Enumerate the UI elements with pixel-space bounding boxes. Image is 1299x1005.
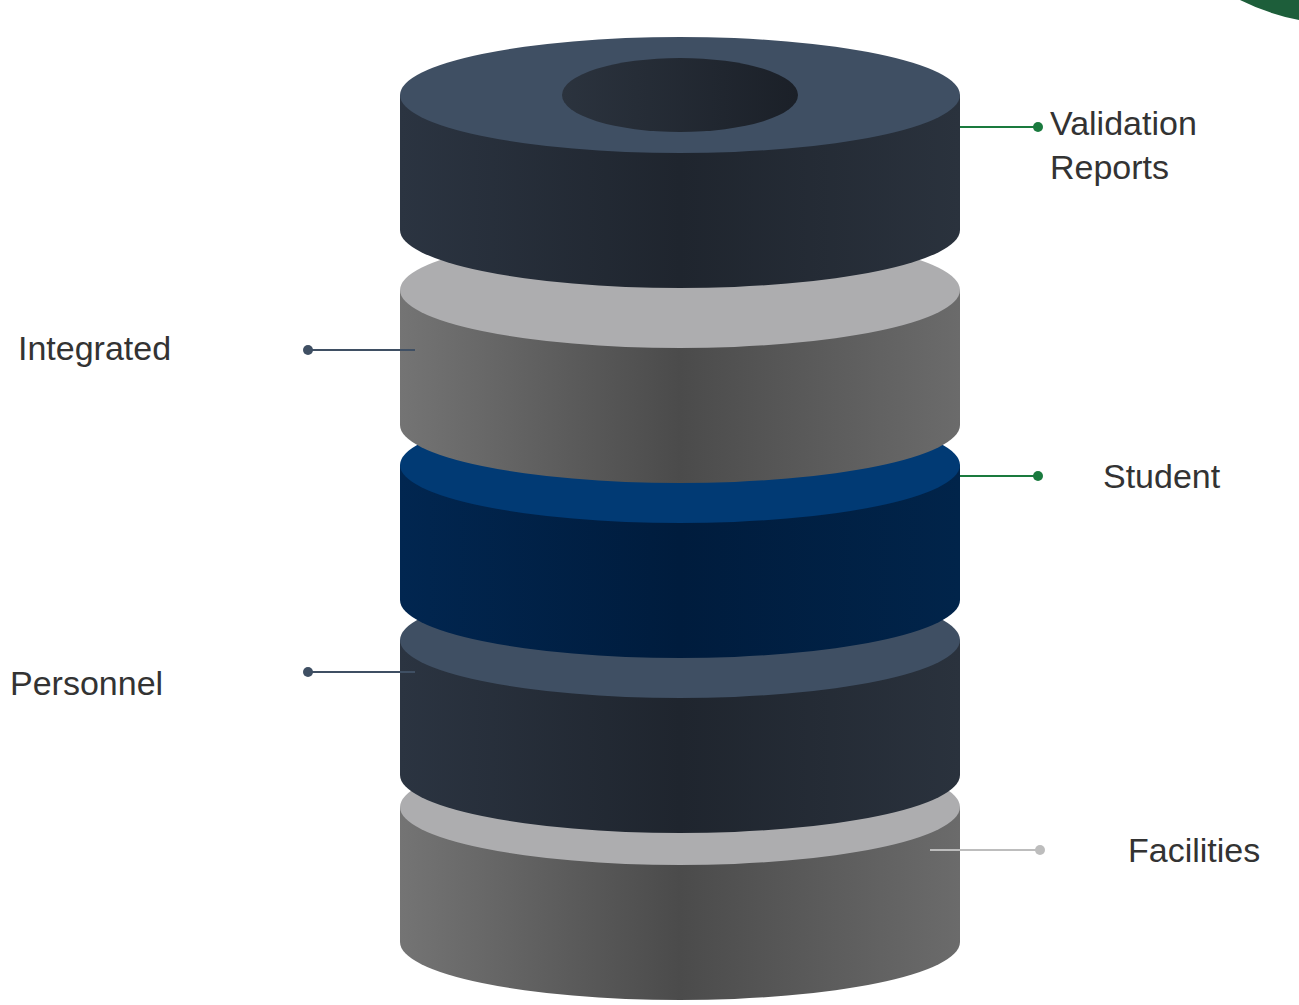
layer-label: Facilities	[1128, 828, 1293, 872]
leader-line	[930, 845, 1045, 855]
layer-label: Integrated	[18, 326, 298, 370]
layer-label-text: Facilities	[1128, 828, 1293, 872]
leader-line	[303, 345, 415, 355]
layer-label: Personnel	[10, 661, 300, 705]
leader-line	[960, 471, 1043, 481]
disc	[400, 37, 960, 288]
layer-label-text: Personnel	[10, 661, 300, 705]
layer-label: Validation Reports	[1050, 101, 1250, 189]
layer-label: Student	[1103, 454, 1293, 498]
corner-shape	[1240, 0, 1299, 20]
leader-line	[303, 667, 415, 677]
layer-label-text: Student	[1103, 454, 1293, 498]
layer-label-text: Integrated	[18, 326, 298, 370]
layer-label-text: Validation Reports	[1050, 101, 1250, 189]
leader-line	[960, 122, 1043, 132]
